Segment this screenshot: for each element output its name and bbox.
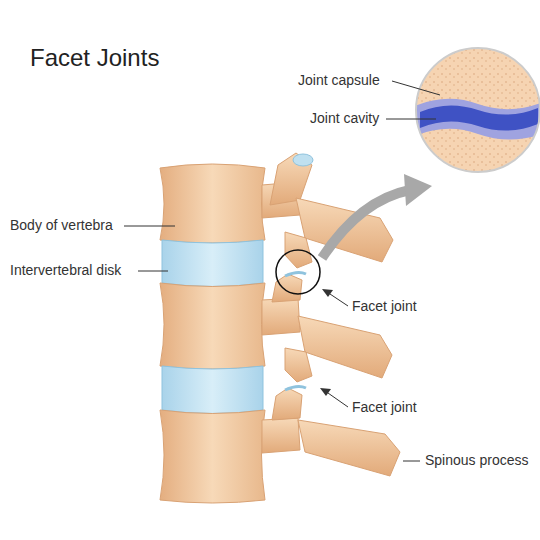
part-label: Facet joint — [352, 298, 417, 315]
part-label: Joint cavity — [310, 110, 379, 127]
part-label: Spinous process — [425, 452, 529, 469]
part-label: Joint capsule — [298, 72, 380, 89]
part-label: Intervertebral disk — [10, 262, 121, 279]
part-label: Facet joint — [352, 399, 417, 416]
diagram-title: Facet Joints — [30, 44, 159, 72]
part-label: Body of vertebra — [10, 217, 113, 234]
